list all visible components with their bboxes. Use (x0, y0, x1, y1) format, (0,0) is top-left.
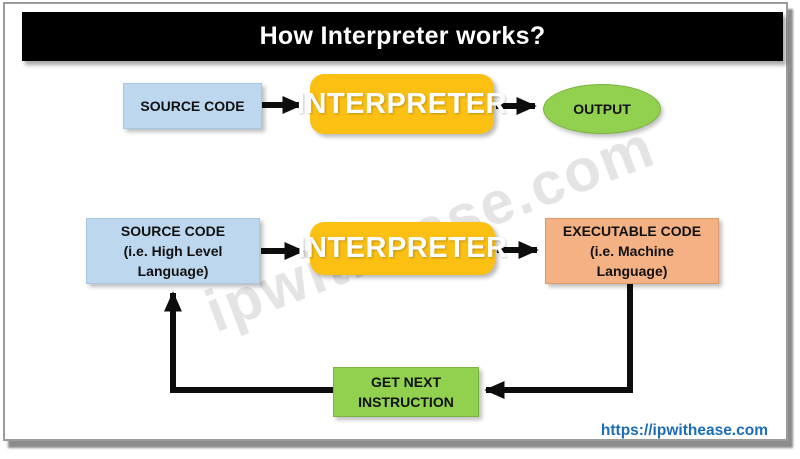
source-code-highlevel-line2: (i.e. High Level (123, 243, 223, 259)
source-code-box: SOURCE CODE (123, 83, 262, 129)
arrow-executable-to-getnext (484, 283, 633, 399)
slide-frame: How Interpreter works? ipwithease.com SO… (3, 2, 788, 441)
source-code-label: SOURCE CODE (140, 98, 245, 114)
source-code-highlevel-line1: SOURCE CODE (120, 223, 226, 239)
interpreter-loop-label: INTERPRETER (297, 232, 508, 264)
title-bar: How Interpreter works? (22, 12, 783, 61)
get-next-line1: GET NEXT (370, 374, 441, 390)
output-label: OUTPUT (573, 101, 631, 117)
interpreter-label: INTERPRETER (296, 87, 508, 120)
source-code-highlevel-box: SOURCE CODE (i.e. High Level Language) (86, 218, 260, 284)
arrow-getnext-to-source2 (164, 291, 334, 393)
interpreter-box: INTERPRETER (297, 74, 507, 134)
executable-code-line3: Language) (596, 263, 668, 279)
output-ellipse: OUTPUT (543, 84, 661, 134)
executable-code-line2: (i.e. Machine (589, 243, 675, 259)
get-next-line2: INSTRUCTION (358, 394, 454, 410)
page-title: How Interpreter works? (259, 22, 546, 50)
executable-code-line1: EXECUTABLE CODE (562, 223, 702, 239)
source-code-highlevel-line3: Language) (137, 263, 209, 279)
interpreter-loop-box: INTERPRETER (297, 222, 507, 275)
executable-code-box: EXECUTABLE CODE (i.e. Machine Language) (545, 218, 719, 284)
get-next-instruction-box: GET NEXT INSTRUCTION (333, 367, 479, 417)
footer-url-link[interactable]: https://ipwithease.com (600, 422, 768, 439)
